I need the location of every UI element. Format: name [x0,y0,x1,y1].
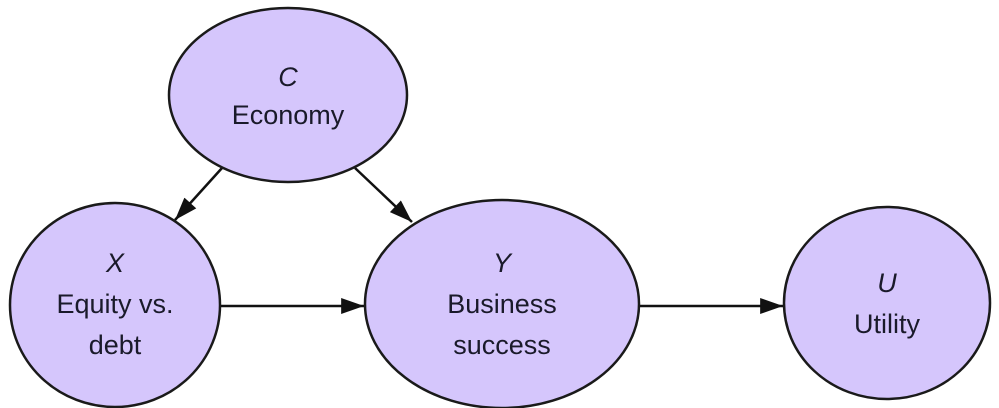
edge-c-to-x [174,167,223,221]
node-u-symbol: U [877,268,897,298]
node-y-label-line1: Business [447,289,557,319]
node-y-symbol: Y [493,248,513,278]
node-x-label-line1: Equity vs. [56,289,173,319]
node-u: U Utility [782,205,992,401]
node-y-label-line2: success [453,330,551,360]
node-c-label: Economy [232,100,345,130]
node-x-symbol: X [105,248,125,278]
node-y: Y Business success [363,198,641,408]
node-x-label-line2: debt [89,330,142,360]
node-x: X Equity vs. debt [8,201,222,408]
node-u-label: Utility [854,309,920,339]
node-c-symbol: C [278,62,298,92]
edge-c-to-y [354,167,413,223]
node-c: C Economy [167,6,409,184]
